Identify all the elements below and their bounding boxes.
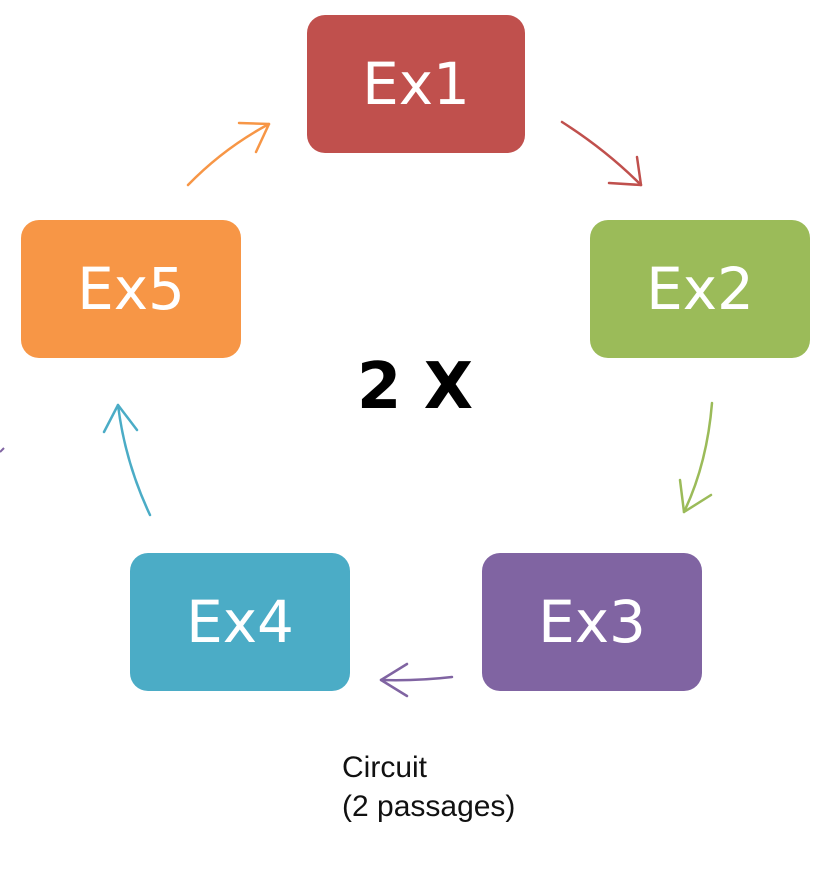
arrow-ex1-to-ex2 <box>560 120 643 187</box>
arrow-ex4-to-ex5-shaft <box>116 403 152 517</box>
node-ex5: Ex5 <box>21 220 241 358</box>
node-ex1: Ex1 <box>307 15 525 153</box>
caption-line-1: Circuit <box>342 751 428 784</box>
node-ex2-box <box>590 220 810 358</box>
node-ex2-label: Ex2 <box>646 255 754 323</box>
arrow-ex2-to-ex3-head <box>678 478 713 514</box>
arrow-ex5-to-ex1-shaft <box>186 122 271 187</box>
caption-line-2: (2 passages) <box>342 790 516 823</box>
node-ex1-label: Ex1 <box>362 50 470 118</box>
node-ex1-box <box>307 15 525 153</box>
node-ex5-label: Ex5 <box>77 255 185 323</box>
node-ex3-box <box>482 553 702 691</box>
arrow-ex5-to-ex1-head <box>237 121 271 154</box>
center-label: 2 X <box>357 350 473 424</box>
node-ex3: Ex3 <box>482 553 702 691</box>
arrow-ex2-to-ex3-shaft <box>682 401 714 514</box>
edge-fragment-mark <box>0 447 5 453</box>
arrow-ex4-to-ex5 <box>102 403 152 517</box>
arrow-ex3-to-ex4-head <box>379 662 409 698</box>
arrow-ex1-to-ex2-head <box>607 155 643 187</box>
node-ex4: Ex4 <box>130 553 350 691</box>
node-ex3-label: Ex3 <box>538 588 646 656</box>
caption: Circuit (2 passages) <box>342 748 515 826</box>
arrow-ex3-to-ex4 <box>379 662 454 698</box>
arrow-ex1-to-ex2-shaft <box>560 120 643 187</box>
arrow-ex5-to-ex1 <box>186 121 271 187</box>
node-ex4-label: Ex4 <box>186 588 294 656</box>
arrow-ex3-to-ex4-shaft <box>379 675 454 682</box>
node-ex5-box <box>21 220 241 358</box>
arrow-ex4-to-ex5-head <box>102 403 139 434</box>
arrow-ex2-to-ex3 <box>678 401 714 514</box>
node-ex4-box <box>130 553 350 691</box>
node-ex2: Ex2 <box>590 220 810 358</box>
